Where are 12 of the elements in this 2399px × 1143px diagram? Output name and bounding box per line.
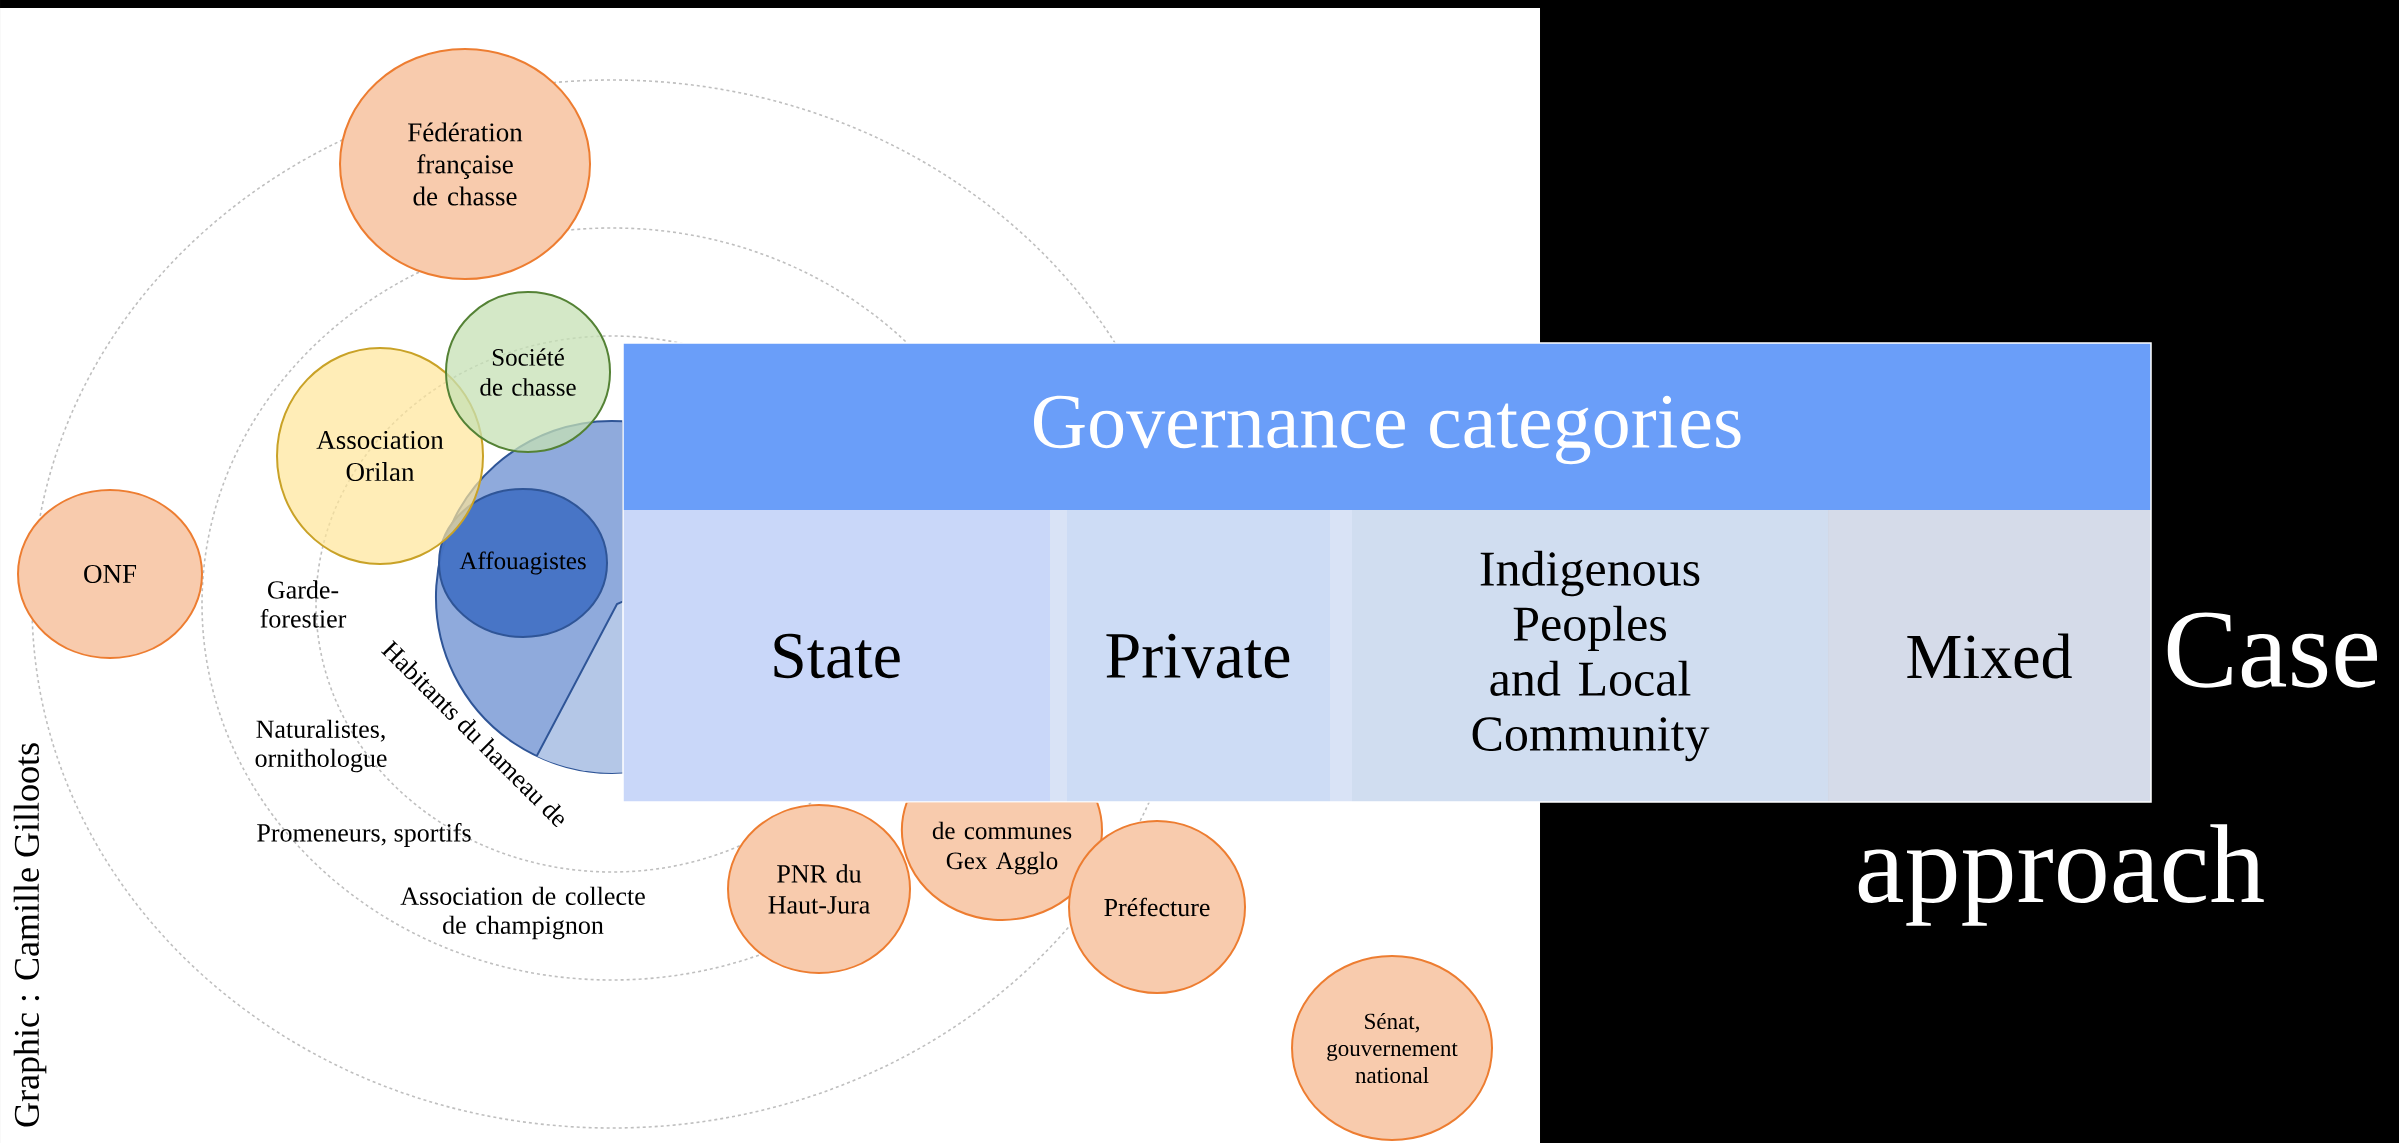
slide-title: approach xyxy=(1858,824,2264,926)
table-header: Governance categories xyxy=(623,343,2151,510)
table-cell: State xyxy=(623,510,1050,802)
stakeholder-label: Naturalistes, ornithologue xyxy=(255,719,387,773)
stakeholder-label: Promeneurs, sportifs xyxy=(257,823,471,847)
credit-text: Graphic : Camille Gilloots xyxy=(13,743,47,1127)
table-cell: Private xyxy=(1067,510,1330,802)
stakeholder-label: Association de collecte de champignon xyxy=(400,886,645,940)
slide-title: Case xyxy=(2167,612,2377,688)
table-cell: Mixed xyxy=(1828,510,2151,802)
table-cell: Indigenous Peoples and Local Community xyxy=(1352,510,1828,802)
stakeholder-label: Garde-forestier xyxy=(260,580,347,628)
